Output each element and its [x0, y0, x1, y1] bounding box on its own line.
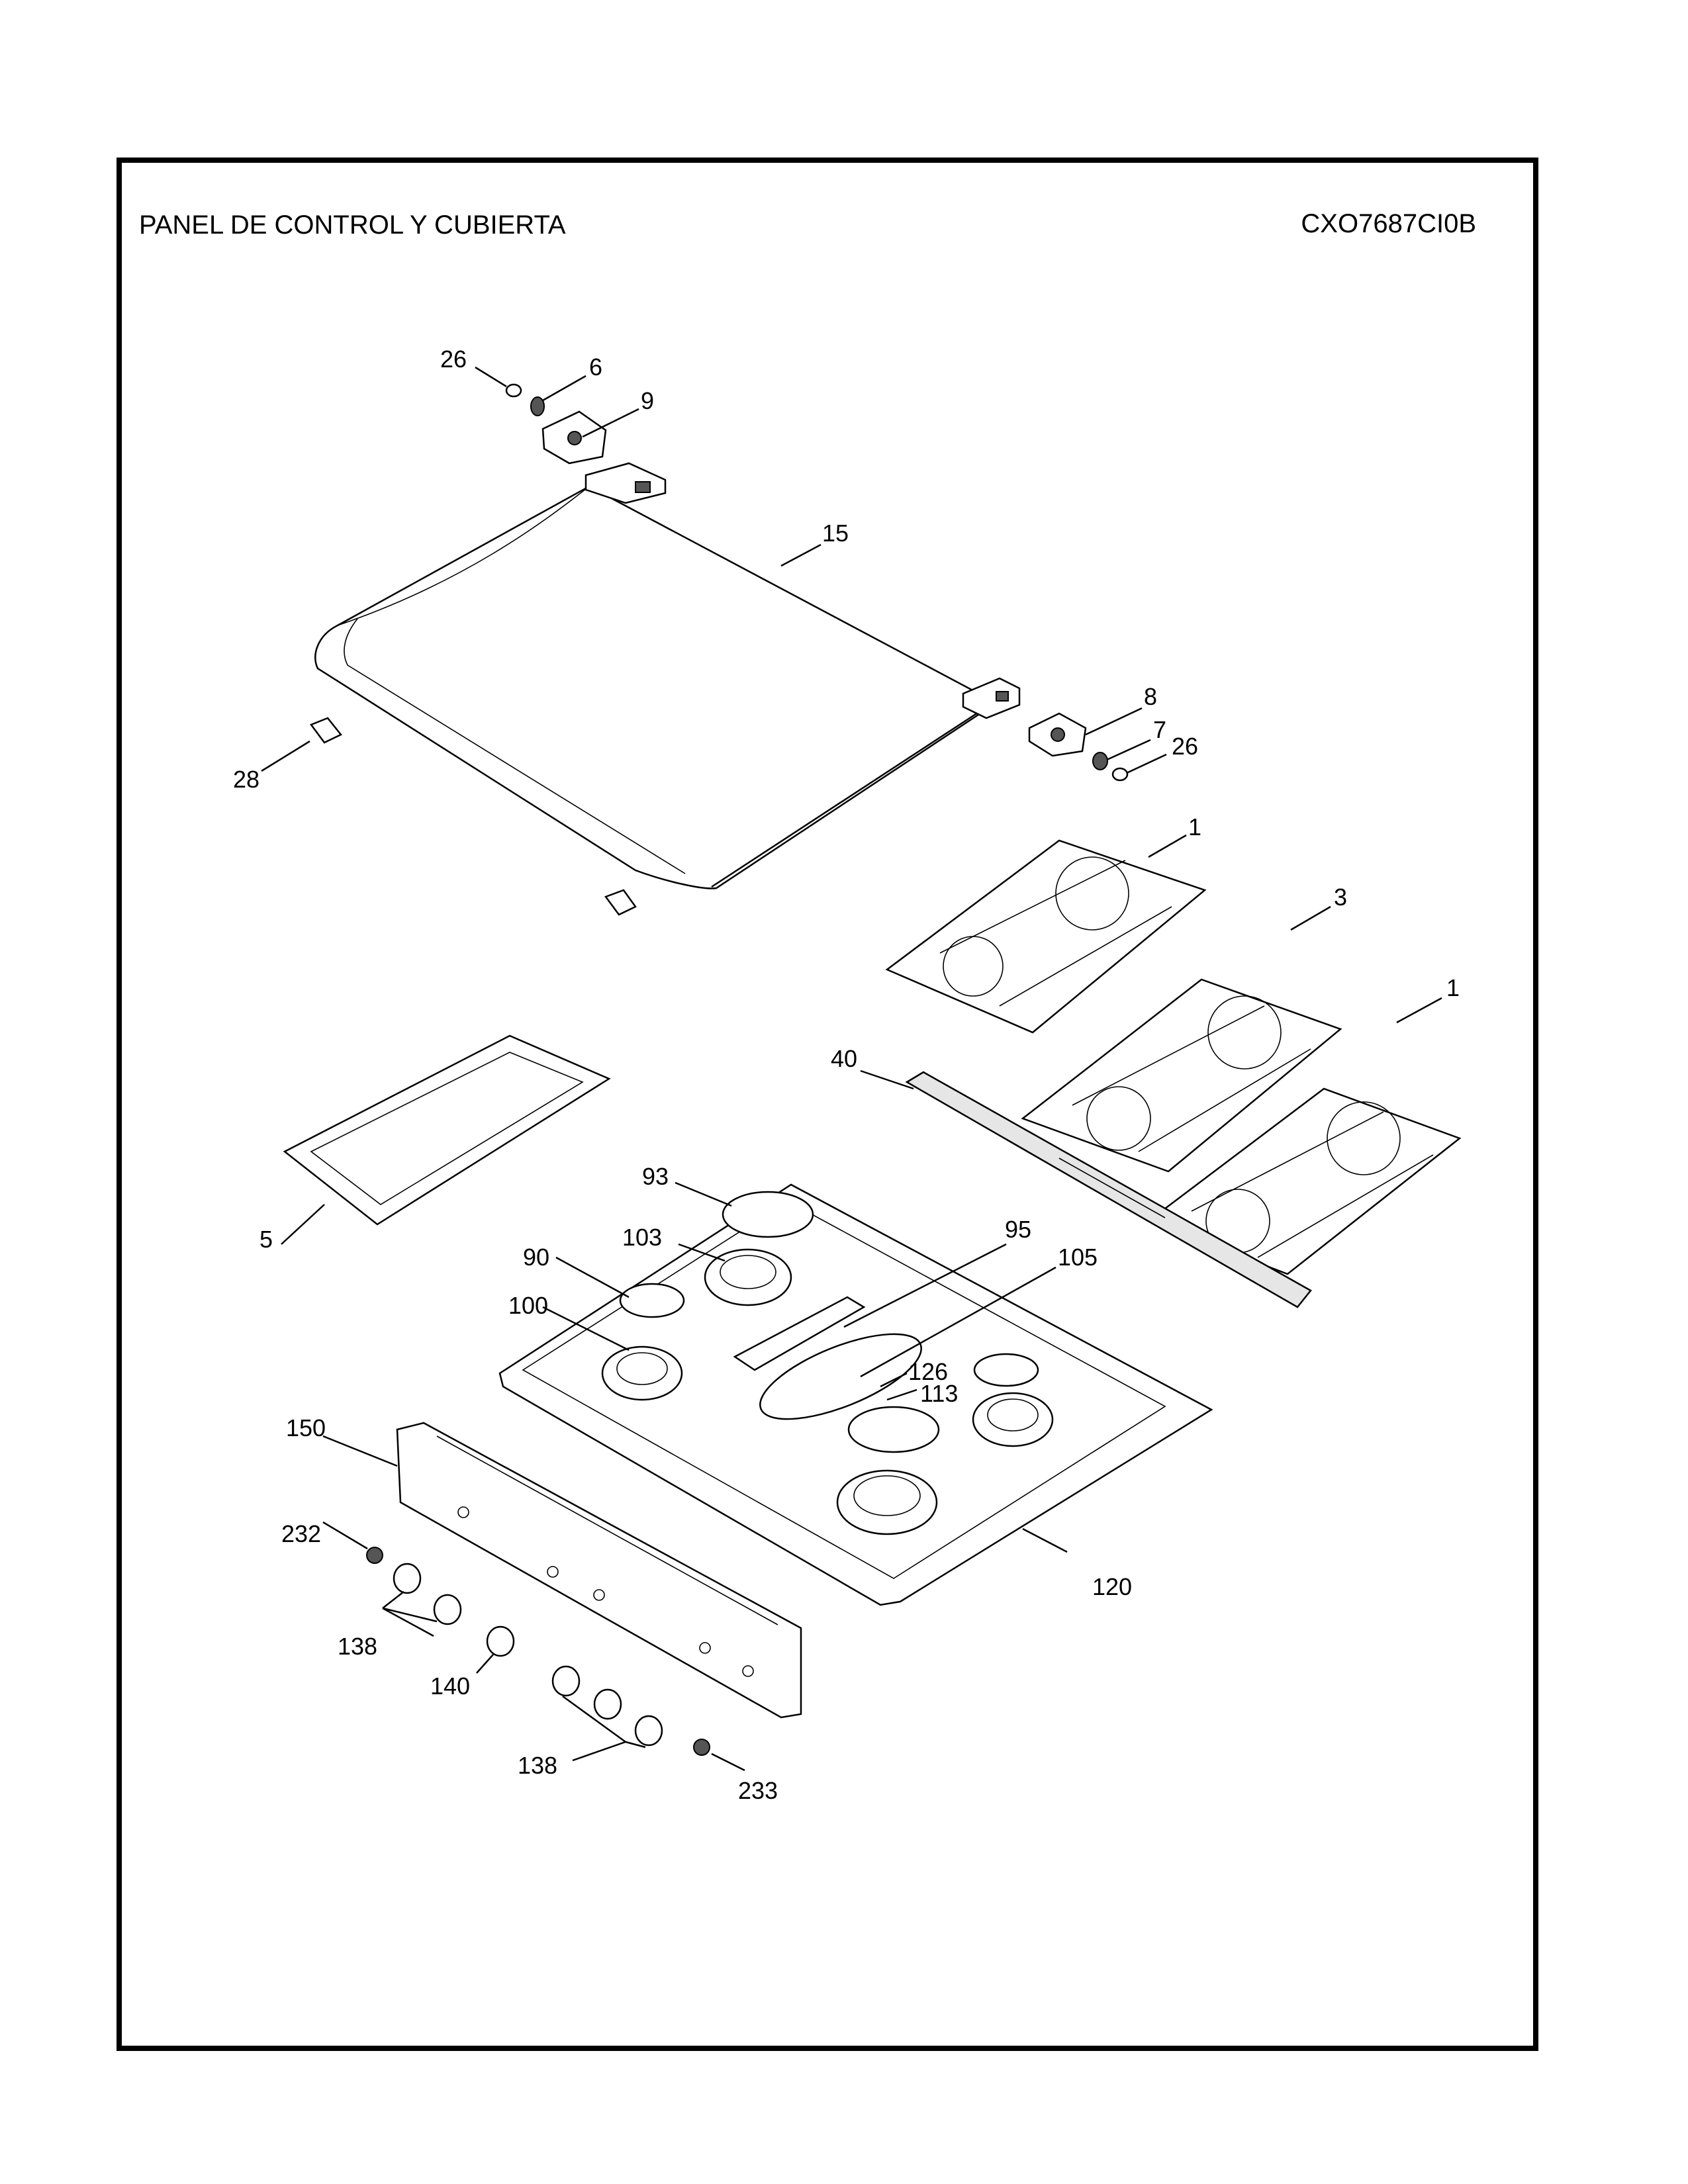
page-title: PANEL DE CONTROL Y CUBIERTA [139, 210, 566, 240]
callout-8: 8 [1144, 683, 1157, 710]
callout-28: 28 [233, 766, 259, 793]
callout-113: 113 [920, 1380, 958, 1407]
hinge-bracket-8 [1028, 712, 1087, 757]
knob-233 [693, 1739, 710, 1756]
cover-hinge-right [962, 677, 1021, 719]
callout-120: 120 [1092, 1573, 1132, 1600]
callout-93: 93 [642, 1163, 669, 1190]
callout-105: 105 [1058, 1244, 1098, 1271]
cover-hinge-left [585, 462, 667, 504]
knob-140 [486, 1625, 515, 1657]
cover-lid [314, 485, 998, 889]
knob-138-1 [393, 1563, 422, 1594]
callout-5: 5 [259, 1226, 273, 1253]
burner-cap-90 [619, 1283, 685, 1318]
bumper-28-left [310, 717, 342, 744]
callout-26a: 26 [440, 345, 467, 373]
callout-103: 103 [622, 1224, 662, 1251]
callout-6: 6 [589, 353, 602, 381]
control-panel-150 [396, 1422, 802, 1719]
diagram-frame [117, 158, 1538, 2051]
knob-138-5 [634, 1715, 663, 1747]
diagram-code: CXO7687CI0B [1301, 209, 1476, 238]
callout-7: 7 [1153, 716, 1166, 743]
knob-232 [366, 1547, 383, 1564]
grate-3-middle [1021, 978, 1342, 1173]
burner-cap-center [847, 1406, 940, 1453]
callout-1b: 1 [1446, 974, 1460, 1001]
callout-233: 233 [738, 1777, 778, 1804]
callout-9: 9 [641, 387, 654, 414]
callout-26b: 26 [1172, 733, 1198, 760]
callout-126: 126 [908, 1358, 948, 1385]
callout-15: 15 [822, 520, 849, 547]
spring-7 [1092, 752, 1108, 770]
callout-140: 140 [430, 1672, 470, 1700]
cap-95 [733, 1296, 866, 1371]
callout-3: 3 [1334, 884, 1347, 911]
knob-138-4 [593, 1688, 622, 1720]
grate-1-back [885, 839, 1207, 1034]
callout-1a: 1 [1188, 813, 1201, 841]
callout-150: 150 [286, 1414, 326, 1441]
callout-232: 232 [281, 1520, 321, 1547]
knob-138-3 [551, 1665, 581, 1697]
hinge-bracket-9 [541, 410, 607, 465]
callout-labels: 26 6 9 15 8 7 26 28 1 3 1 40 5 93 95 103… [233, 345, 1460, 1804]
callout-95: 95 [1005, 1216, 1031, 1243]
nut-26-right [1111, 767, 1129, 782]
rear-trim-40 [905, 1071, 1312, 1308]
callout-100: 100 [508, 1292, 548, 1319]
knob-138-2 [433, 1594, 462, 1625]
leader-lines [261, 366, 1442, 1772]
burner-cap-93 [722, 1191, 814, 1238]
spring-6 [530, 396, 545, 416]
callout-138b: 138 [518, 1752, 557, 1779]
callout-40: 40 [831, 1045, 857, 1072]
burner-cap-right [973, 1353, 1039, 1387]
griddle-tray-5 [283, 1034, 611, 1226]
callout-90: 90 [523, 1244, 549, 1271]
nut-26-top [505, 383, 522, 398]
bumper-28-right [604, 889, 637, 916]
callout-138a: 138 [338, 1633, 377, 1660]
